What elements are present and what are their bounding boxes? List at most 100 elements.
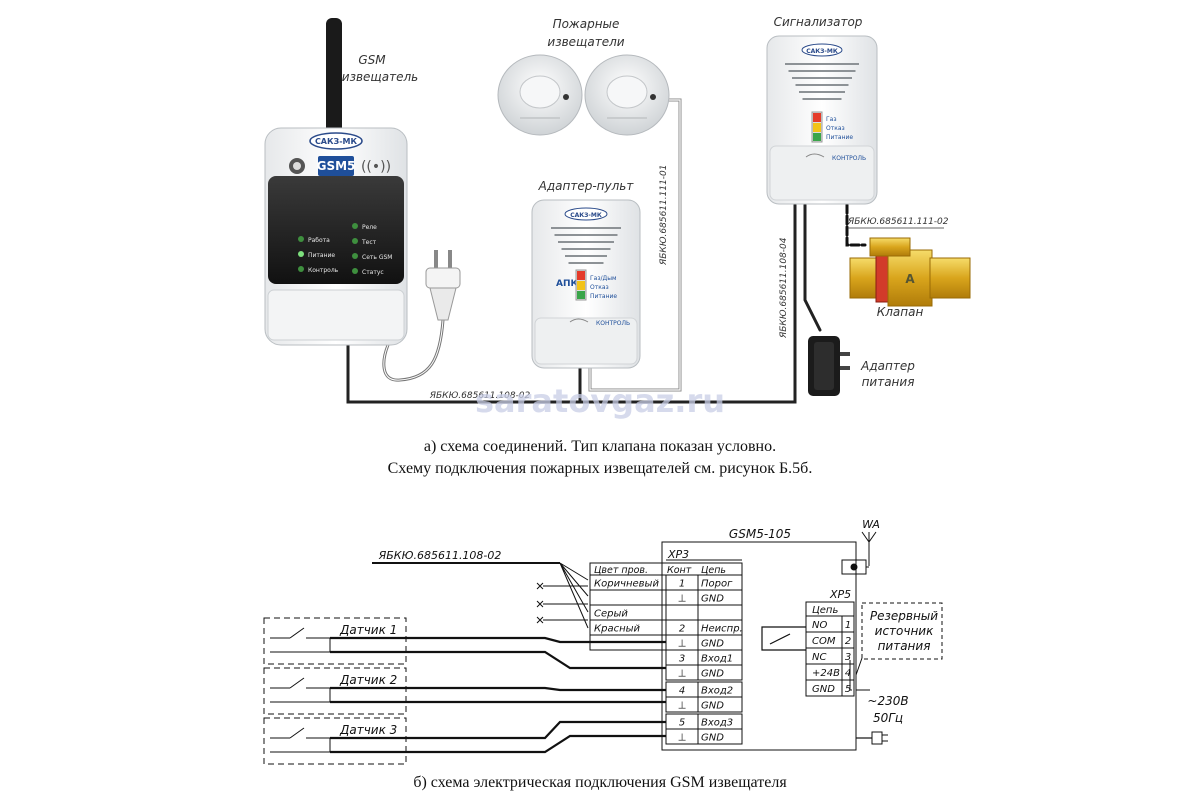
gsm-label-2: извещатель [342,70,418,84]
xp5-pin: 2 [845,636,851,647]
reserve-label-2: источник [875,624,934,638]
xp3-wire-color: Коричневый [594,579,659,590]
gsm-led-label: Контроль [308,267,339,274]
xp3-circuit: Неиспр. [701,624,743,635]
antenna-icon [326,18,342,140]
reserve-label-3: питания [878,639,931,653]
fire-label-1: Пожарные [553,17,620,31]
xp3-pin: ⊥ [678,701,687,712]
power-adapter-label-2: питания [862,375,915,389]
xp3-circuit: Вход3 [701,718,733,729]
xp5-row [805,679,855,697]
cable-lines [346,98,867,404]
sensor-ground-wire [330,650,666,670]
sensor-ground-wire [330,734,666,754]
alarm-brand: САКЗ-МК [806,48,838,55]
xp3-circuit: GND [701,701,724,712]
sensor-wire [330,686,666,692]
sensor-label: Датчик 1 [339,623,397,637]
valve-letter: А [905,272,915,286]
watermark: saratovgaz.ru [475,382,725,420]
cable-label: ЯБКЮ.685611.108-02 [378,549,502,562]
xp3-name: XP3 [667,548,689,561]
xp5-circuit: NO [812,620,827,631]
unused-wire-mark [536,600,544,608]
xp3-header-circuit: Цепь [701,565,726,576]
reserve-power-box [861,602,943,660]
cable-main-label: ЯБКЮ.685611.108-02 [429,391,531,401]
sensor-wire [330,636,666,644]
xp5-name: XP5 [829,588,851,601]
xp5-pin: 5 [845,684,851,695]
xp3-circuit: GND [701,639,724,650]
sensor-switch [270,727,331,753]
adapter-led-3: Питание [590,293,617,300]
xp3-circuit: GND [701,669,724,680]
plug-icon [425,250,461,321]
mains-voltage: ~230В [867,694,908,708]
xp5-pin: 1 [845,620,851,631]
valve-icon: А [849,237,971,307]
xp3-header-pin: Конт [667,565,692,576]
caption-b: б) схема электрическая подключения GSM и… [413,774,787,791]
adapter-label: Адаптер-пульт [538,179,635,193]
valve-label: Клапан [877,305,924,319]
led-indicator [352,238,358,244]
alarm-kontrol: КОНТРОЛЬ [832,155,866,162]
xp3-circuit: GND [701,594,724,605]
xp3-pin: 3 [679,654,685,665]
fire-detectors [497,54,670,136]
wireless-icon: ((•)) [361,159,391,175]
fire-detector-icon [497,54,583,136]
adapter-kontrol: КОНТРОЛЬ [596,320,630,327]
led-indicator [352,223,358,229]
gsm-led-label: Работа [308,237,330,244]
xp5-pin: 3 [845,652,851,663]
unused-wire-mark [536,616,544,624]
gsm-led-label: Реле [362,224,377,231]
sensor-box [263,667,407,715]
adapter-led-1: Газ/Дым [590,275,617,282]
antenna-label: WA [862,518,880,531]
fire-label-2: извещатели [547,35,624,49]
alarm-led-1: Газ [826,116,837,123]
adapter-led-2: Отказ [590,284,609,291]
brand-logo [309,132,363,150]
gsm-led-label: Статус [362,269,384,276]
led-indicator [298,236,304,242]
mains-plug-icon [871,731,883,745]
alarm-device: САКЗ-МК Газ Отказ Питание КОНТРОЛЬ [766,35,878,205]
xp3-pin: 1 [679,579,685,590]
xp3-row [665,696,743,713]
xp5-pin: 4 [845,668,851,679]
fire-detector-icon [584,54,670,136]
sensor-wire [330,720,666,740]
xp3-pin: 5 [679,718,685,729]
xp3-pin: ⊥ [678,639,687,650]
xp3-circuit: Вход2 [701,686,733,697]
alarm-led-2: Отказ [826,125,845,132]
cable-fire-label: ЯБКЮ.685611.111-01 [659,165,669,267]
xp5-circuit: NC [812,652,826,663]
gsm-led-label: Тест [361,239,377,246]
gsm-led-label: Сеть GSM [362,254,392,261]
cable-valve-label: ЯБКЮ.685611.111-02 [847,217,949,227]
sensor-box [263,617,407,665]
led-indicator [298,266,304,272]
device-name: GSM5-105 [729,527,791,541]
adapter-panel-device: САКЗ-МК АПК Газ/Дым Отказ Питание КОНТРО… [531,199,641,369]
xp3-pin: 4 [679,686,685,697]
gsm-badge: GSM5 [317,159,356,173]
xp3-wire-color: Красный [594,624,641,635]
sensor-switch [270,677,331,703]
gsm-led-label: Питание [308,252,335,259]
caption-a-line-1: а) схема соединений. Тип клапана показан… [423,438,777,455]
xp5-circuit: COM [812,636,836,647]
gsm5-outline [661,541,857,751]
mains-frequency: 50Гц [873,711,903,725]
gsm-device: САКЗ-МК GSM5 ((•)) РаботаПитаниеКонтроль… [264,18,408,346]
